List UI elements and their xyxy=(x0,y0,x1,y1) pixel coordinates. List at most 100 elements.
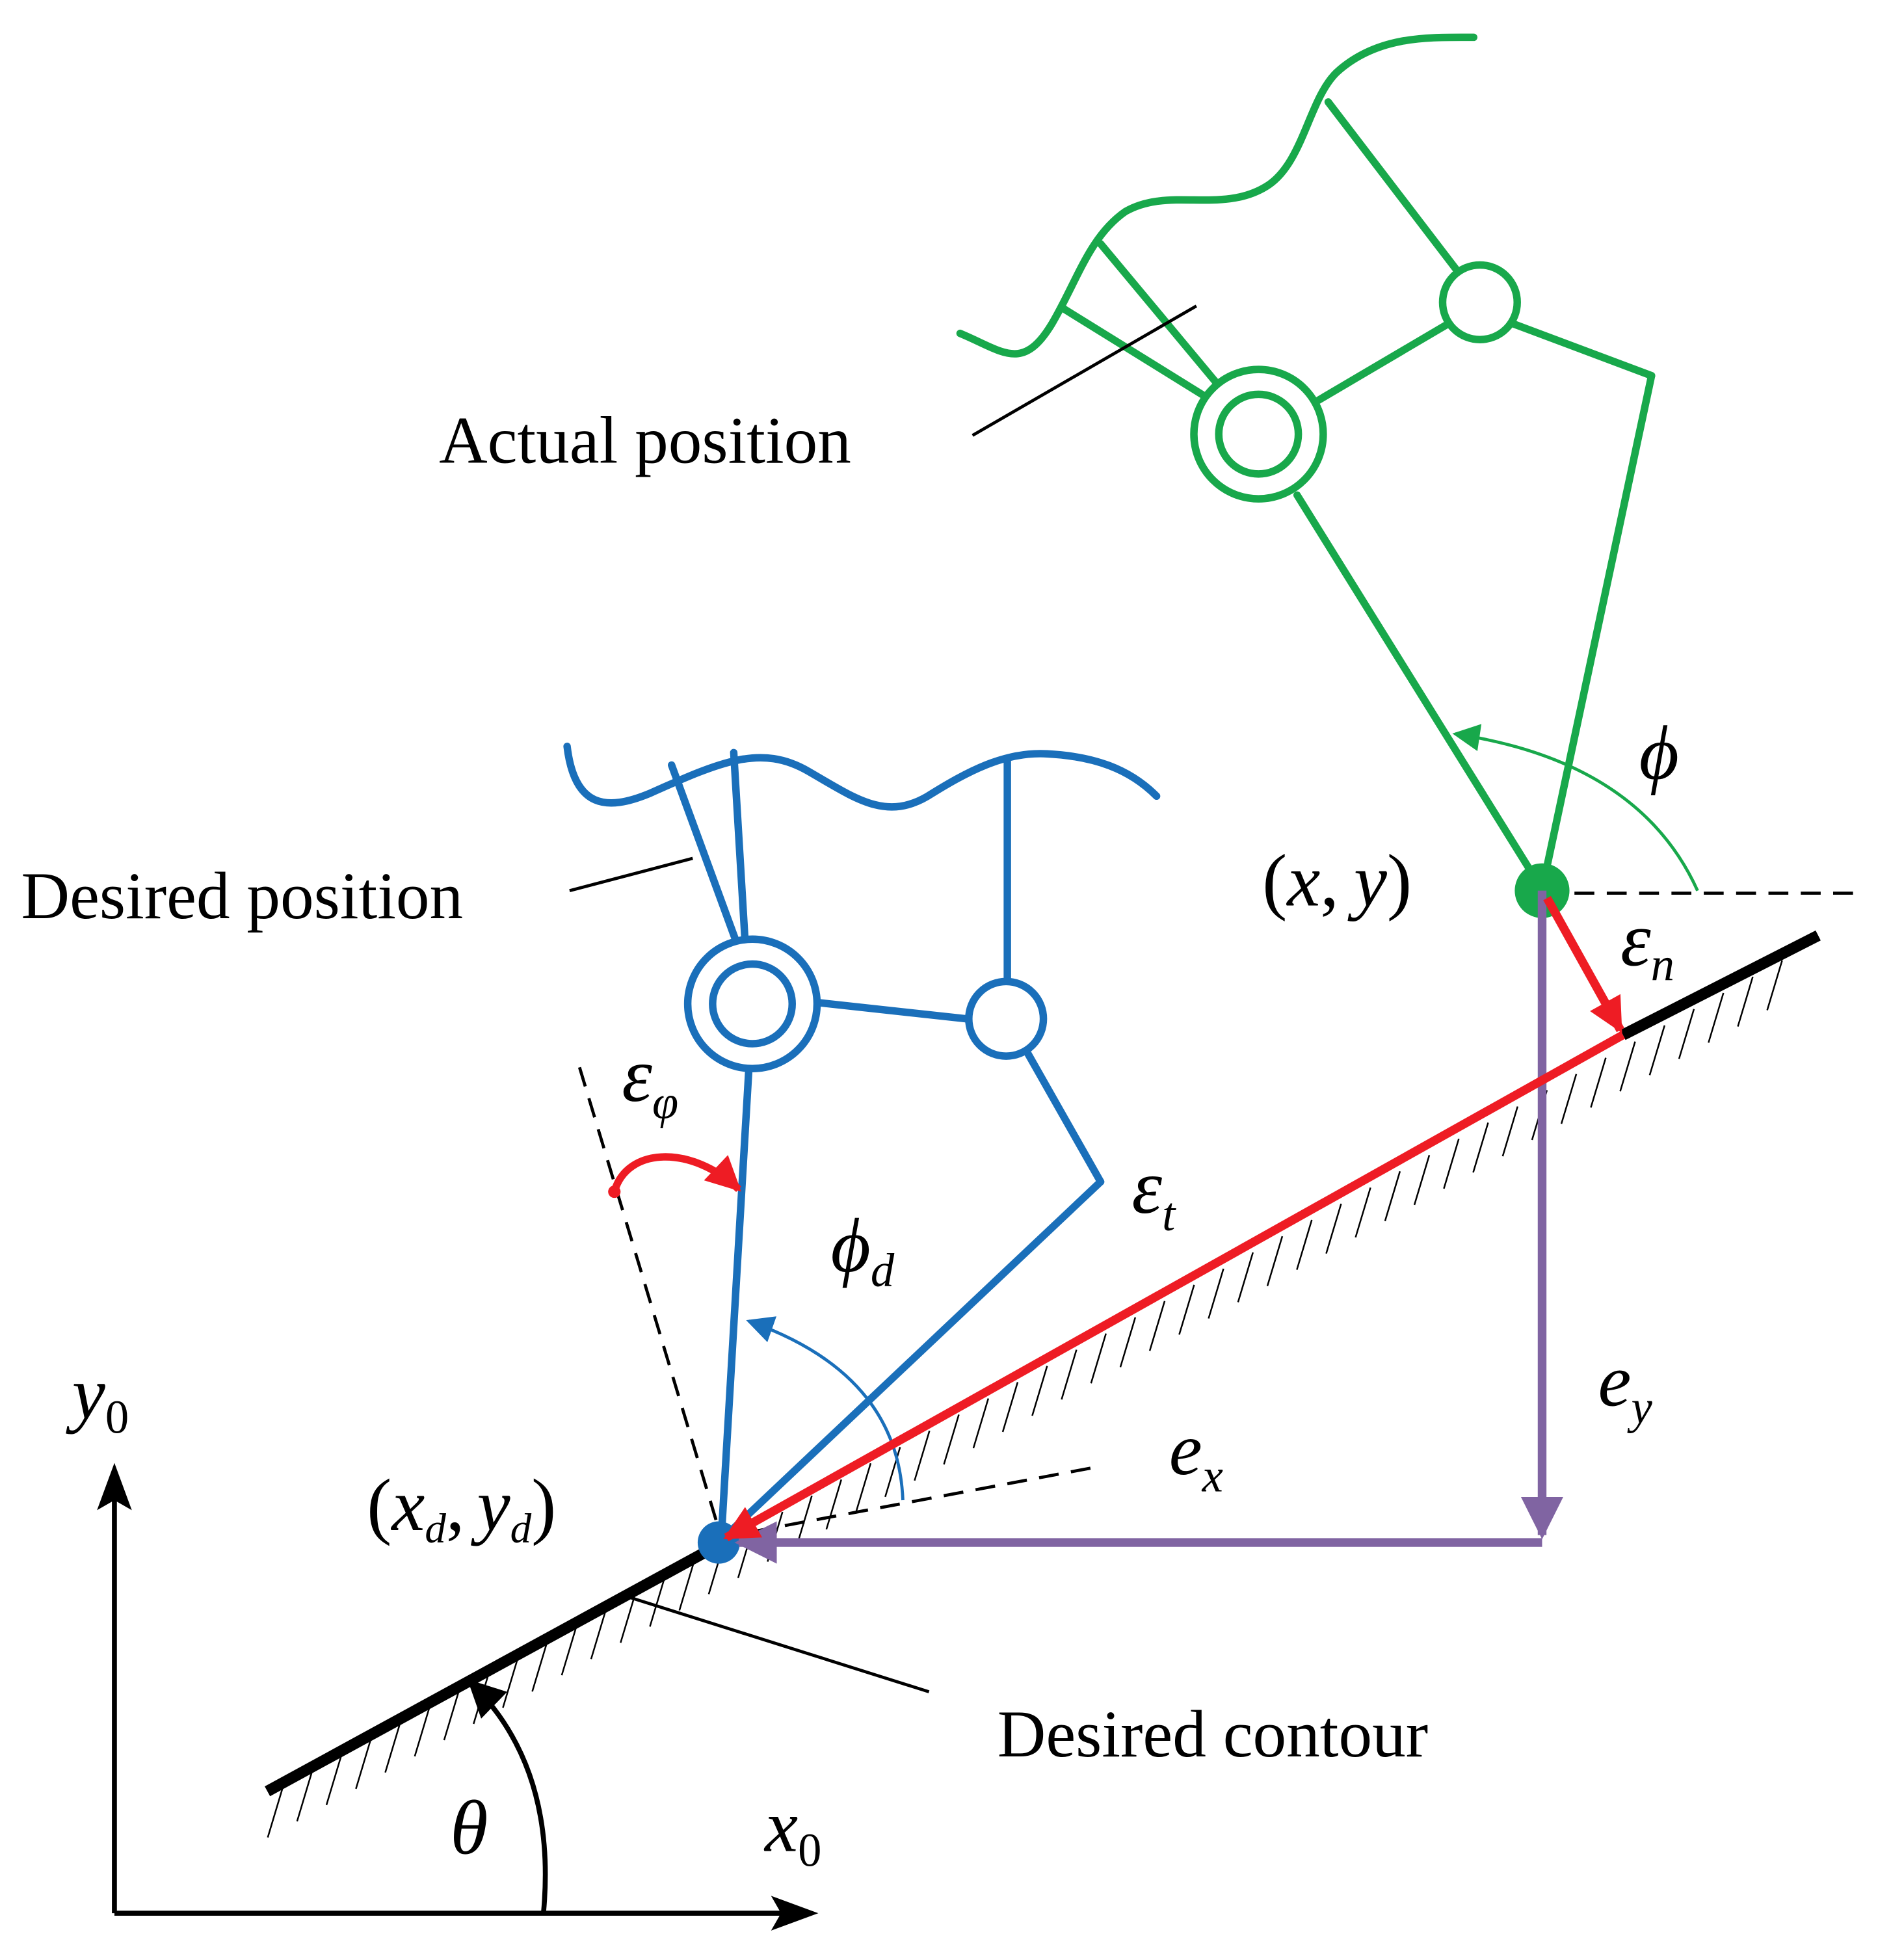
hatch-mark xyxy=(1737,976,1754,1027)
hatch-mark xyxy=(1061,1349,1078,1400)
actual-coords-label: (x,y) xyxy=(1262,840,1412,922)
hatch-mark xyxy=(620,1593,637,1643)
hatch-mark xyxy=(767,1511,784,1562)
hatch-mark xyxy=(1031,1366,1048,1416)
hatch-mark xyxy=(884,1446,901,1498)
actual-link-strut-b xyxy=(1059,304,1208,400)
hatch-mark xyxy=(1355,1187,1371,1238)
desired-position-leader xyxy=(569,856,693,892)
desired-tangent-dashed xyxy=(721,1466,1092,1539)
eps-phi-label: εφ xyxy=(622,1032,678,1129)
desired-link-top xyxy=(730,748,749,944)
hatch-mark xyxy=(649,1576,666,1627)
hatch-mark xyxy=(1413,1155,1431,1206)
hatch-mark xyxy=(414,1706,430,1757)
actual-link-right-leg xyxy=(1538,371,1656,893)
hatch-mark xyxy=(355,1738,372,1790)
desired-contour xyxy=(265,930,1821,1838)
theta-angle-arc xyxy=(467,1679,548,1914)
hatch-mark xyxy=(854,1462,872,1514)
phi-label: ϕ xyxy=(1639,709,1679,795)
phi-d-label: ϕd xyxy=(831,1202,895,1297)
eps-t-label: εt xyxy=(1131,1144,1176,1241)
desired-robot xyxy=(563,743,1161,1542)
hatch-mark xyxy=(1443,1138,1460,1189)
e-y-label: ey xyxy=(1598,1340,1653,1434)
hatch-mark xyxy=(443,1690,460,1741)
actual-position-label: Actual position xyxy=(439,404,851,478)
hatch-mark xyxy=(561,1625,578,1676)
eps-phi-arc-start xyxy=(608,1185,621,1198)
desired-contour-leader xyxy=(628,1595,930,1693)
x0-axis-label: x0 xyxy=(763,1784,821,1876)
hatch-mark xyxy=(1001,1382,1019,1433)
leader-lines xyxy=(569,304,1197,1693)
desired-link-diagonal xyxy=(720,1178,1105,1542)
hatch-mark xyxy=(1325,1203,1342,1254)
desired-link-mid xyxy=(814,999,970,1023)
desired-link-leg xyxy=(717,1068,753,1542)
actual-position-point xyxy=(1514,863,1570,918)
actual-link-strut-a xyxy=(1096,240,1229,397)
hatch-mark xyxy=(1472,1122,1489,1173)
hatch-mark xyxy=(1619,1041,1636,1092)
e-x-label: ex xyxy=(1169,1408,1223,1502)
hatch-mark xyxy=(325,1754,343,1806)
desired-link-lower-right xyxy=(1023,1048,1105,1186)
phi-d-angle-arc xyxy=(746,1316,905,1501)
actual-secondary-joint xyxy=(1438,261,1521,343)
eps-n-vector xyxy=(1543,895,1624,1033)
hatch-mark xyxy=(1384,1171,1401,1222)
hatch-mark xyxy=(1501,1106,1518,1157)
actual-link-right xyxy=(1508,319,1656,380)
contour-line-upper xyxy=(1620,930,1821,1040)
hatch-mark xyxy=(296,1771,313,1822)
eps-t-vector xyxy=(723,1031,1626,1542)
x0-axis-arrowhead xyxy=(771,1896,819,1931)
actual-main-joint-inner xyxy=(1215,390,1302,478)
actual-robot-body xyxy=(956,33,1478,358)
hatch-mark xyxy=(1590,1057,1607,1108)
hatch-mark xyxy=(1560,1074,1578,1124)
desired-robot-body xyxy=(563,743,1161,811)
hatch-mark xyxy=(267,1787,284,1838)
actual-link-mid xyxy=(1312,319,1453,406)
hatch-mark xyxy=(1266,1236,1284,1286)
hatch-mark xyxy=(1119,1317,1137,1368)
hatch-mark xyxy=(678,1560,695,1611)
desired-contour-label: Desired contour xyxy=(998,1697,1428,1771)
phi-angle-arc xyxy=(1452,724,1699,892)
eps-phi-arc xyxy=(611,1153,741,1193)
hatch-mark xyxy=(796,1495,813,1546)
hatch-mark xyxy=(943,1414,960,1465)
desired-link-left-strut xyxy=(667,761,740,946)
hatch-mark xyxy=(531,1641,548,1692)
desired-secondary-joint xyxy=(965,977,1048,1060)
hatch-mark xyxy=(1766,960,1783,1011)
hatch-mark xyxy=(590,1609,607,1660)
hatch-mark xyxy=(825,1479,842,1530)
hatch-mark xyxy=(914,1430,931,1481)
hatch-mark xyxy=(1178,1284,1195,1335)
hatch-mark xyxy=(1678,1009,1695,1059)
eps-n-label: εn xyxy=(1620,896,1674,990)
dashed-reference-lines xyxy=(577,892,1866,1539)
theta-label: θ xyxy=(450,1784,488,1870)
desired-position-label: Desired position xyxy=(21,859,464,933)
actual-link-leg xyxy=(1293,491,1546,893)
hatch-mark xyxy=(1208,1268,1224,1319)
y0-axis-label: y0 xyxy=(66,1352,129,1444)
hatch-mark xyxy=(1708,992,1725,1043)
hatch-mark xyxy=(1296,1219,1313,1270)
actual-position-leader xyxy=(972,304,1197,437)
actual-robot xyxy=(956,33,1656,893)
desired-normal-dashed xyxy=(577,1066,723,1539)
hatch-mark xyxy=(737,1528,754,1578)
desired-position-point xyxy=(697,1521,740,1564)
hatch-mark xyxy=(1148,1301,1166,1351)
hatch-mark xyxy=(1090,1333,1107,1384)
hatch-mark xyxy=(1237,1252,1254,1303)
hatch-mark xyxy=(1648,1025,1666,1076)
contour-errors xyxy=(608,895,1626,1542)
